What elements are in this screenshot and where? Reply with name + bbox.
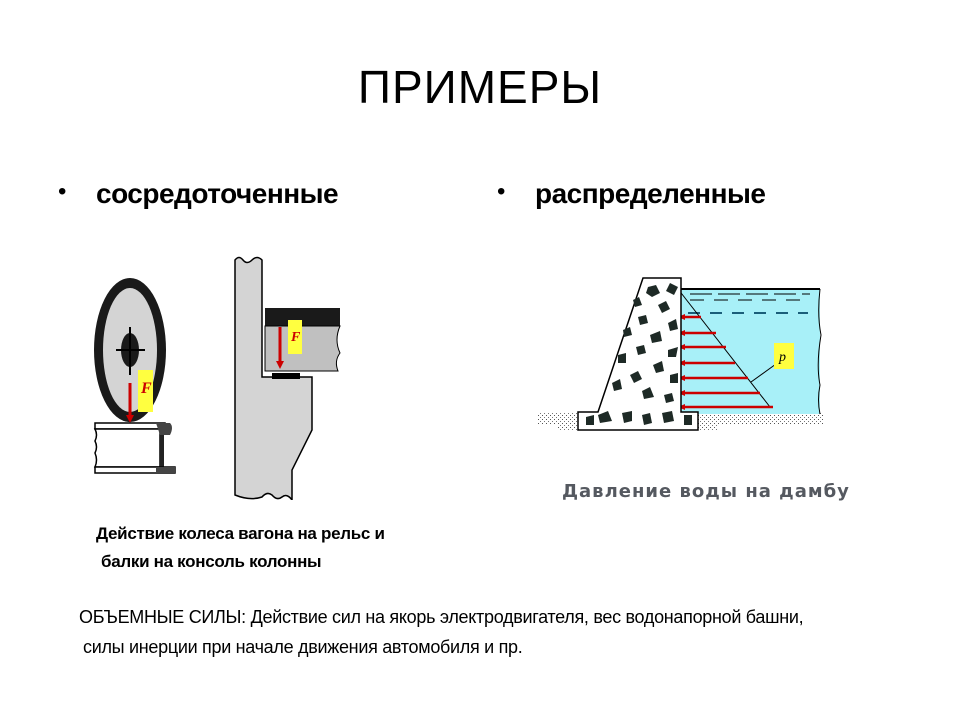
force-label-box (138, 370, 153, 412)
pressure-label-box (774, 343, 794, 369)
wheel-on-rail-figure: F (93, 278, 176, 474)
bullet-marker: • (497, 178, 505, 205)
bullet-label: распределенные (535, 178, 766, 209)
caption-line: балки на консоль колонны (101, 552, 322, 571)
bullet-marker: • (58, 178, 66, 205)
dam-water-pressure-figure: p (538, 277, 823, 431)
force-label-beam: F (290, 330, 301, 345)
body-line: силы инерции при начале движения автомоб… (83, 637, 523, 657)
caption-line: Действие колеса вагона на рельс и (96, 524, 385, 543)
slide-title: ПРИМЕРЫ (357, 61, 603, 113)
concentrated-caption: Действие колеса вагона на рельс и балки … (96, 520, 385, 576)
body-forces-text: ОБЪЕМНЫЕ СИЛЫ: Действие сил на якорь эле… (79, 602, 804, 662)
bullet-concentrated: • сосредоточенные (58, 178, 339, 210)
beam-on-console-figure: F (234, 256, 341, 500)
pressure-label: p (778, 350, 786, 365)
body-line: ОБЪЕМНЫЕ СИЛЫ: Действие сил на якорь эле… (79, 607, 804, 627)
bullet-label: сосредоточенные (96, 178, 339, 209)
force-label-box (288, 320, 302, 354)
force-label-wheel: F (140, 380, 152, 397)
distributed-caption: Давление воды на дамбу (562, 481, 850, 502)
bullet-distributed: • распределенные (497, 178, 766, 210)
